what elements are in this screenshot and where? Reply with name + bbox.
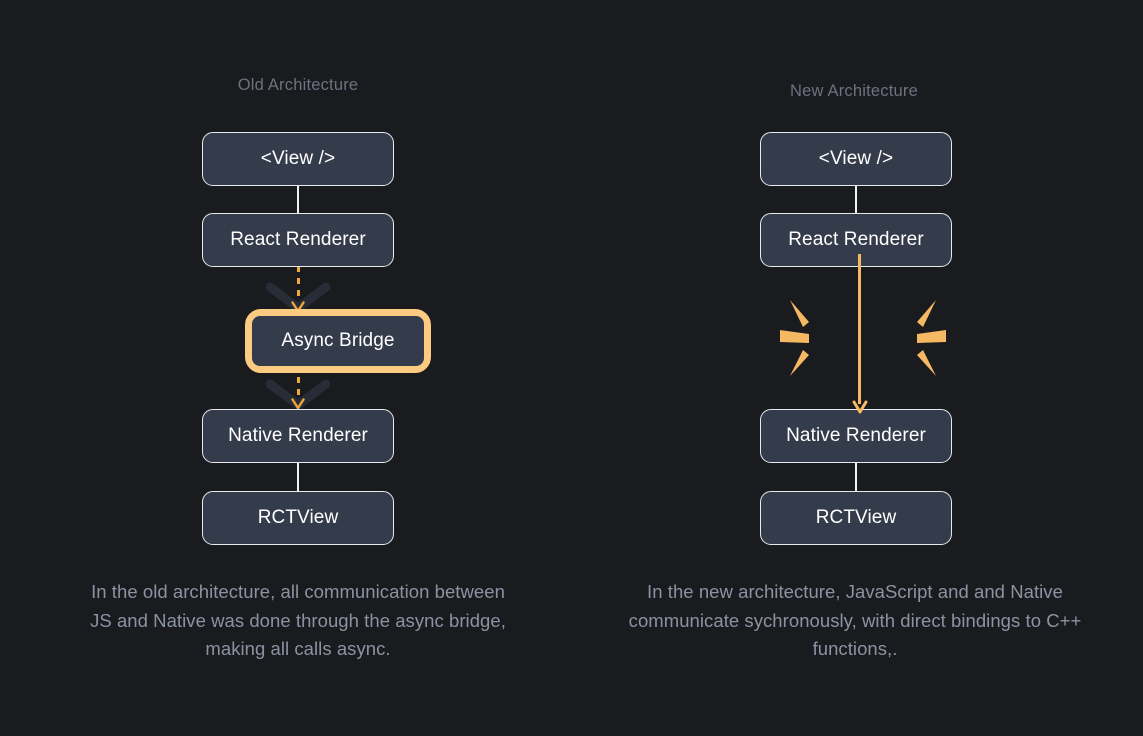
new-connector-view-to-react (855, 184, 858, 216)
old-architecture-title: Old Architecture (237, 76, 359, 94)
new-node-view[interactable]: <View /> (760, 132, 952, 186)
sync-line-segment (858, 254, 862, 404)
new-node-react-renderer[interactable]: React Renderer (760, 213, 952, 267)
new-connector-native-to-rct (855, 461, 858, 494)
arrowhead-icon (852, 400, 868, 416)
old-node-rct-view[interactable]: RCTView (202, 491, 394, 545)
new-sync-arrow-react-to-native (852, 254, 868, 418)
new-node-rct-view[interactable]: RCTView (760, 491, 952, 545)
old-ghost-chevron-upper (265, 282, 331, 313)
dashed-line-segment (297, 266, 300, 302)
new-architecture-caption: In the new architecture, JavaScript and … (628, 581, 1082, 659)
old-connector-view-to-react (297, 184, 300, 216)
spark-burst-right-icon (880, 286, 948, 386)
old-architecture-column: Old Architecture <View /> React Renderer… (38, 0, 558, 736)
old-architecture-caption: In the old architecture, all communicati… (90, 581, 506, 659)
new-node-native-renderer[interactable]: Native Renderer (760, 409, 952, 463)
old-node-view[interactable]: <View /> (202, 132, 394, 186)
old-node-async-bridge[interactable]: Async Bridge (245, 309, 431, 373)
old-node-native-renderer[interactable]: Native Renderer (202, 409, 394, 463)
dashed-line-segment (297, 365, 300, 399)
spark-burst-left-icon (778, 286, 846, 386)
old-connector-native-to-rct (297, 461, 300, 494)
old-dashed-arrow-bridge-to-native (291, 365, 305, 411)
arrowhead-icon (291, 398, 305, 411)
old-node-react-renderer[interactable]: React Renderer (202, 213, 394, 267)
new-architecture-column: New Architecture <View /> React Renderer (594, 0, 1114, 736)
old-dashed-arrow-react-to-bridge (291, 266, 305, 314)
old-node-async-bridge-label: Async Bridge (252, 316, 424, 366)
old-ghost-chevron-lower (265, 379, 331, 410)
new-architecture-title: New Architecture (790, 82, 918, 100)
